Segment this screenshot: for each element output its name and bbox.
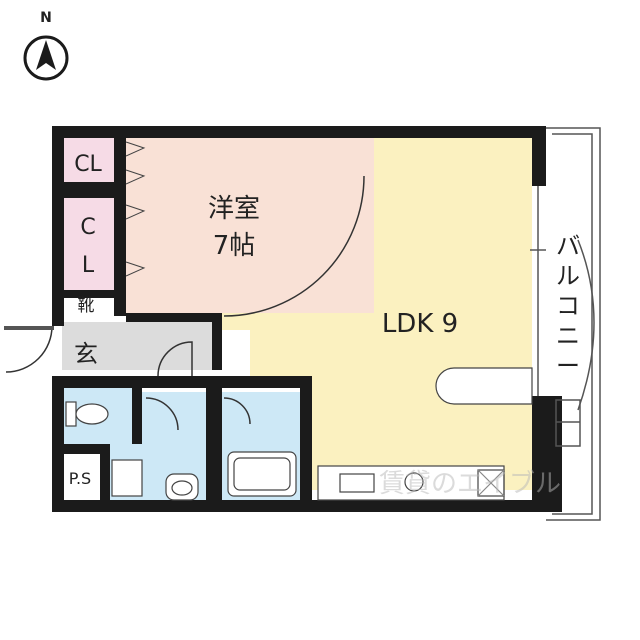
svg-text:ル: ル bbox=[556, 262, 580, 290]
svg-text:コ: コ bbox=[556, 292, 580, 320]
entrance-inner-door-swing bbox=[157, 341, 193, 377]
western-room-name: 洋室 bbox=[208, 194, 260, 224]
balcony-windows bbox=[530, 186, 581, 447]
north-label: N bbox=[40, 10, 52, 26]
toilet-bowl bbox=[75, 403, 109, 425]
svg-text:バ: バ bbox=[556, 232, 580, 260]
svg-text:ニ: ニ bbox=[556, 322, 580, 350]
closet-1-label: CL bbox=[74, 152, 102, 177]
front-door-frame bbox=[4, 326, 54, 330]
fridge-space bbox=[477, 469, 505, 497]
balcony bbox=[546, 127, 601, 521]
sink-counter bbox=[111, 459, 143, 497]
front-door-swing bbox=[5, 325, 53, 373]
pipe-space-label: P.S bbox=[69, 469, 91, 488]
door-swings bbox=[5, 175, 365, 431]
western-room-floor bbox=[126, 138, 374, 313]
western-room-door-swing bbox=[223, 175, 365, 317]
ps-floor bbox=[62, 454, 100, 500]
closet-2-label-line1: C bbox=[80, 215, 95, 240]
stove-burner bbox=[404, 472, 424, 492]
entrance-label: 玄 bbox=[74, 340, 98, 368]
kitchen-sink bbox=[339, 473, 375, 493]
north-compass: N bbox=[23, 10, 69, 81]
shoe-box-label: 靴 bbox=[78, 296, 95, 316]
closet-2-label-line2: L bbox=[82, 253, 95, 278]
entrance-floor bbox=[62, 322, 212, 370]
closet-door-markers bbox=[125, 141, 146, 277]
fixtures bbox=[65, 367, 533, 501]
walls bbox=[52, 126, 562, 512]
partition-wall bbox=[435, 367, 533, 405]
balcony-label: バ ル コ ニ ー bbox=[556, 232, 580, 380]
ldk-label: LDK 9 bbox=[382, 309, 458, 339]
svg-text:ー: ー bbox=[556, 352, 580, 380]
north-arrow-icon bbox=[36, 40, 56, 70]
bath-door-swing bbox=[223, 397, 251, 425]
western-room-size: 7帖 bbox=[213, 231, 256, 261]
watermark-text: 賃貸のエイブル bbox=[379, 469, 561, 499]
compass-ring bbox=[23, 35, 69, 81]
closet-1-floor bbox=[62, 138, 114, 182]
closet-2-floor bbox=[62, 198, 114, 290]
toilet-tank bbox=[65, 401, 77, 427]
toilet-door-swing bbox=[145, 397, 179, 431]
